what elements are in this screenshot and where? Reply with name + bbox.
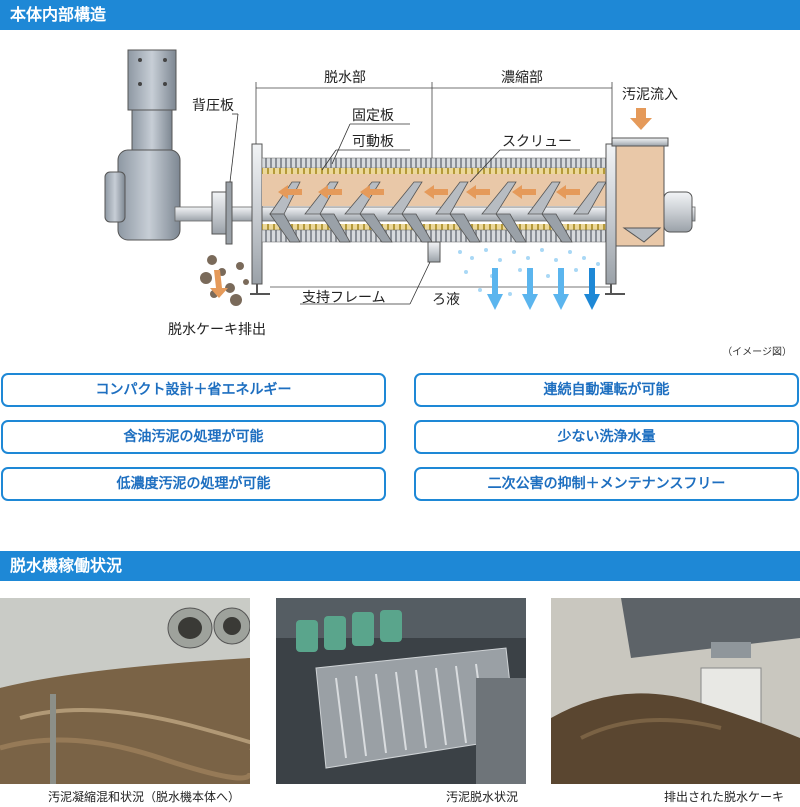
cake-discharge	[200, 255, 249, 306]
feature-continuous-operation: 連続自動運転が可能	[414, 373, 799, 407]
section-header-internal-structure: 本体内部構造	[0, 0, 800, 30]
photo-sludge-mixing	[0, 598, 250, 784]
feature-oily-sludge: 含油汚泥の処理が可能	[1, 420, 386, 454]
sludge-flow-arrows	[278, 185, 580, 199]
photo-sludge-dewatering	[276, 598, 526, 784]
moving-plates-top	[262, 168, 610, 174]
label-support-frame: 支持フレーム	[302, 290, 386, 306]
fixed-plates-top	[261, 157, 611, 169]
feature-pollution-maintenance: 二次公害の抑制＋メンテナンスフリー	[414, 467, 799, 501]
feature-low-concentration: 低濃度汚泥の処理が可能	[1, 467, 386, 501]
image-note: （イメージ図）	[722, 347, 792, 358]
photo-discharged-cake	[551, 598, 800, 784]
label-sludge-inflow: 汚泥流入	[622, 87, 678, 103]
back-pressure-plate	[225, 181, 233, 245]
support-frame-center	[427, 241, 441, 263]
dewatering-machine-diagram: 脱水部 濃縮部 汚泥流入 背圧板 固定板 可動板 スクリュー 支持フレーム ろ液…	[104, 49, 696, 338]
label-moving-plate: 可動板	[352, 134, 394, 150]
label-filtrate: ろ液	[432, 292, 460, 308]
screw-shaft	[174, 206, 696, 222]
filtrate-drops	[458, 248, 600, 310]
caption-sludge-dewatering: 汚泥脱水状況	[446, 790, 519, 804]
cake-arrow	[210, 270, 228, 298]
label-fixed-plate: 固定板	[352, 108, 394, 124]
label-back-pressure-plate: 背圧板	[192, 98, 234, 114]
label-screw: スクリュー	[502, 134, 572, 150]
section-header-operation-status: 脱水機稼働状況	[0, 551, 800, 581]
feature-low-wash-water: 少ない洗浄水量	[414, 420, 799, 454]
caption-sludge-mixing: 汚泥凝縮混和状況（脱水機本体へ）	[48, 790, 241, 804]
label-thickening-section: 濃縮部	[501, 70, 543, 86]
feature-compact-energy: コンパクト設計＋省エネルギー	[1, 373, 386, 407]
inflow-arrow	[630, 108, 652, 130]
label-dewatering-section: 脱水部	[324, 70, 366, 86]
drive-motor	[104, 49, 181, 241]
label-cake-discharge: 脱水ケーキ排出	[168, 322, 266, 338]
inlet-tank	[611, 137, 693, 247]
caption-discharged-cake: 排出された脱水ケーキ	[664, 790, 785, 804]
